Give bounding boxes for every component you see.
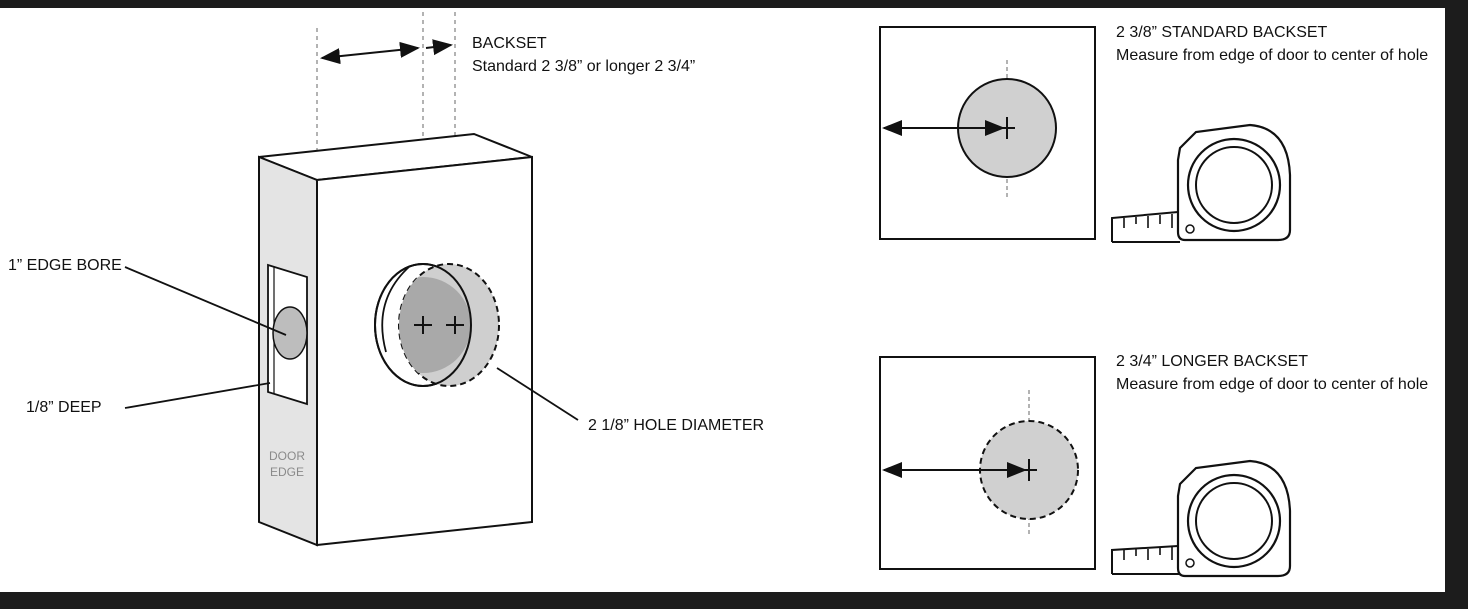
backset-title: BACKSET [472,35,547,52]
standard-panel-subtitle: Measure from edge of door to center of h… [1116,47,1428,64]
edge-bore-hole [272,306,308,360]
hole-center-marks [414,316,464,334]
deep-label: 1/8” DEEP [26,399,102,416]
tape-measure-icon [1111,123,1292,243]
backset-arrow-standard [320,41,420,65]
hole-diameter-leader [496,367,579,421]
tape-measure-icon-2 [1111,459,1292,578]
hole-inner-edge [381,265,411,353]
edge-bore-leader [124,266,287,336]
door-edge-label-2: EDGE [270,465,304,479]
backset-arrow-longer [425,39,453,56]
hole-standard-outline [374,263,472,387]
edge-bore-label: 1” EDGE BORE [8,257,122,274]
backset-subtitle: Standard 2 3/8” or longer 2 3/4” [472,58,695,75]
hole-diameter-label: 2 1/8” HOLE DIAMETER [588,417,764,434]
door-edge-label-1: DOOR [269,449,305,463]
longer-panel-title: 2 3/4” LONGER BACKSET [1116,353,1308,370]
deep-leader [124,382,271,409]
standard-panel-title: 2 3/8” STANDARD BACKSET [1116,24,1328,41]
longer-panel-subtitle: Measure from edge of door to center of h… [1116,376,1428,393]
